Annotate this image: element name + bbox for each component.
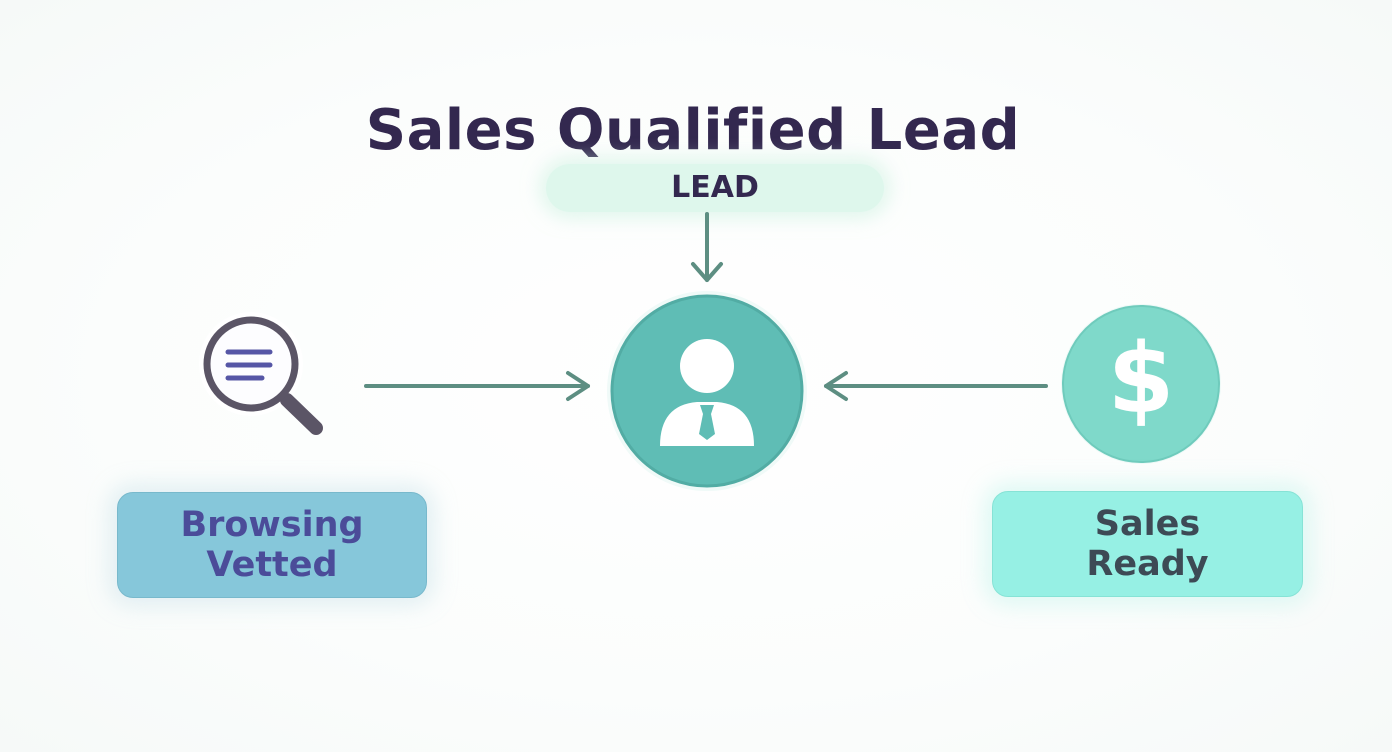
right-box-line1: Sales xyxy=(1094,504,1201,544)
magnifier-icon xyxy=(199,312,323,435)
diagram-title: Sales Qualified Lead xyxy=(365,98,1021,163)
arrow-down xyxy=(691,212,723,282)
lead-pill: LEAD xyxy=(546,164,884,212)
left-box-line2: Vetted xyxy=(206,545,338,585)
sales-ready-box: Sales Ready xyxy=(992,491,1303,597)
right-box-line2: Ready xyxy=(1086,544,1209,584)
browsing-vetted-box: Browsing Vetted xyxy=(117,492,427,598)
arrow-right-to-center xyxy=(824,371,1048,401)
person-icon xyxy=(607,291,807,491)
arrow-left-to-center xyxy=(364,371,590,401)
left-box-line1: Browsing xyxy=(180,505,364,545)
dollar-symbol: $ xyxy=(1108,323,1175,435)
dollar-icon: $ xyxy=(1061,304,1221,464)
